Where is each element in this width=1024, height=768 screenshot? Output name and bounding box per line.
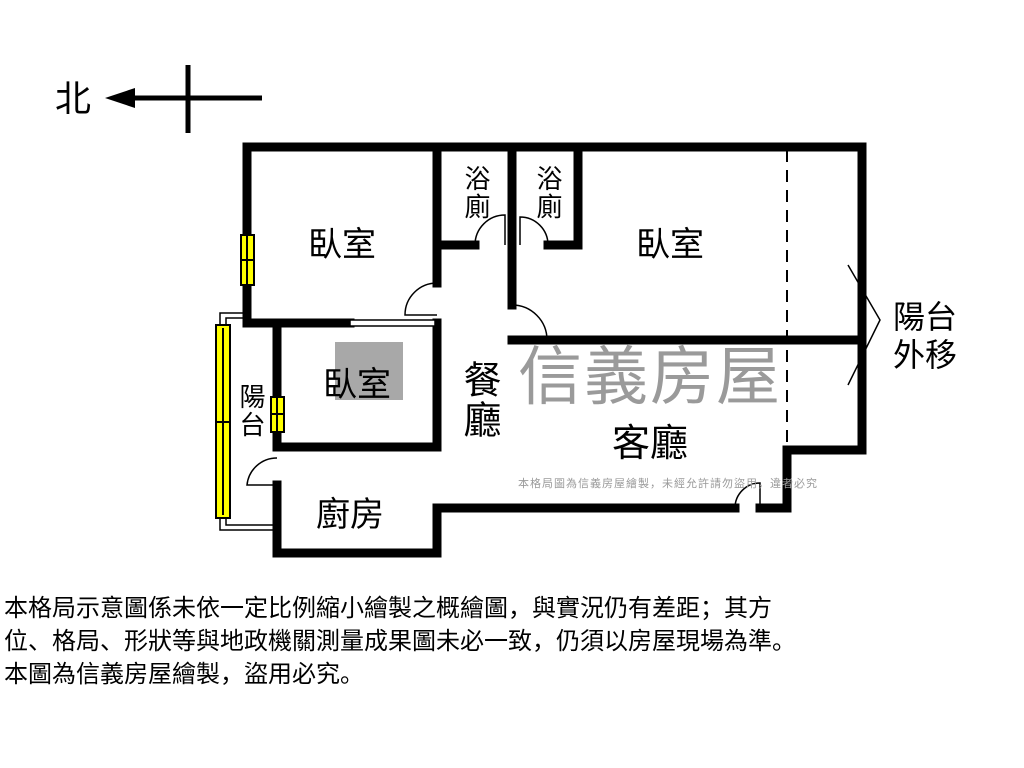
bracket-icon: [847, 264, 881, 386]
room-kitchen: 廚房: [316, 495, 384, 535]
north-arrow-icon: [105, 65, 262, 133]
watermark-logo: [335, 342, 403, 400]
disclaimer: 本格局示意圖係未依一定比例縮小繪製之概繪圖，與實況仍有差距；其方 位、格局、形狀…: [4, 592, 1022, 691]
doors: [246, 214, 761, 509]
walls: [242, 142, 867, 558]
disclaimer-line: 位、格局、形狀等與地政機關測量成果圖未必一致，仍須以房屋現場為準。: [4, 627, 796, 655]
watermark-brand: 信義房屋: [518, 341, 782, 415]
room-living: 客廳: [612, 421, 689, 465]
room-bedroom-south: 臥室: [636, 225, 704, 265]
room-bedroom-middle: 臥室: [323, 365, 391, 405]
room-bedroom-north: 臥室: [308, 225, 376, 265]
room-bath-2: 浴廁: [532, 165, 562, 221]
balcony-moved-label: 陽台外移: [893, 298, 958, 374]
room-balcony: 陽台: [235, 383, 265, 439]
disclaimer-line: 本格局示意圖係未依一定比例縮小繪製之概繪圖，與實況仍有差距；其方: [4, 594, 772, 622]
north-label: 北: [55, 79, 92, 120]
room-dining: 餐廳: [457, 360, 501, 440]
room-bath-1: 浴廁: [460, 165, 490, 221]
disclaimer-line: 本圖為信義房屋繪製，盜用必究。: [4, 660, 364, 688]
watermark-notice: 本格局圖為信義房屋繪製，未經允許請勿盜用，違者必究: [518, 477, 818, 490]
window-icon: [215, 234, 285, 519]
